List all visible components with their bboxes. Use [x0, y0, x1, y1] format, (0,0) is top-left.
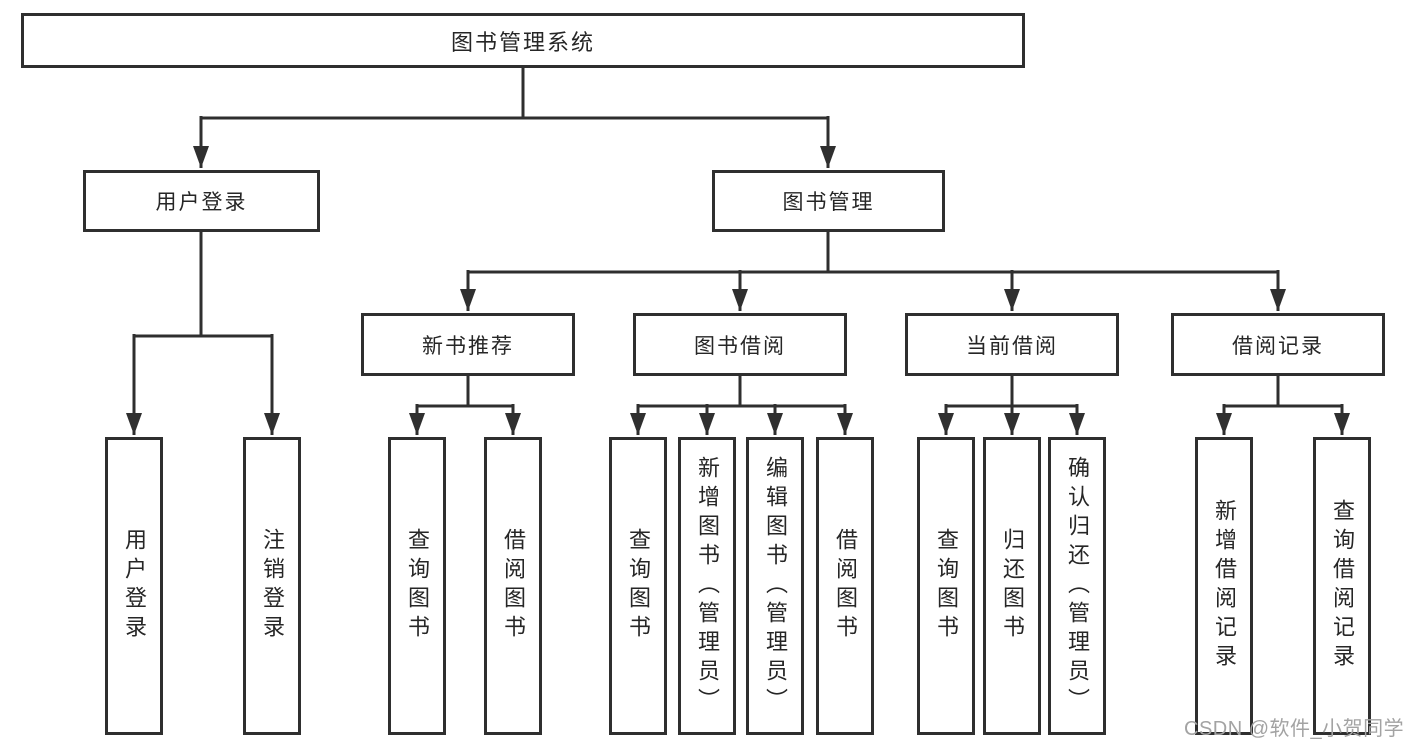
node-add-books-admin-label: 新增图书（管理员） [695, 455, 720, 717]
node-return-books-label: 归还图书 [1000, 528, 1025, 644]
node-borrow-books-borrowing-label: 借阅图书 [833, 528, 858, 644]
node-root: 图书管理系统 [21, 13, 1025, 68]
node-borrow-books-newrec: 借阅图书 [484, 437, 542, 735]
node-confirm-return-admin: 确认归还（管理员） [1048, 437, 1106, 735]
node-query-books-newrec: 查询图书 [388, 437, 446, 735]
node-borrow-books-newrec-label: 借阅图书 [501, 528, 526, 644]
node-add-borrow-record: 新增借阅记录 [1195, 437, 1253, 735]
node-query-books-borrowing-label: 查询图书 [626, 528, 651, 644]
node-new-book-recommend: 新书推荐 [361, 313, 575, 376]
node-logout-label: 注销登录 [260, 528, 285, 644]
node-add-borrow-record-label: 新增借阅记录 [1212, 499, 1237, 673]
node-book-borrowing: 图书借阅 [633, 313, 847, 376]
node-query-books-newrec-label: 查询图书 [405, 528, 430, 644]
node-borrow-books-borrowing: 借阅图书 [816, 437, 874, 735]
node-borrowing-records: 借阅记录 [1171, 313, 1385, 376]
node-user-login-group: 用户登录 [83, 170, 320, 232]
node-edit-books-admin-label: 编辑图书（管理员） [763, 455, 788, 717]
node-book-management: 图书管理 [712, 170, 945, 232]
node-edit-books-admin: 编辑图书（管理员） [746, 437, 804, 735]
node-confirm-return-admin-label: 确认归还（管理员） [1065, 455, 1090, 717]
node-user-login: 用户登录 [105, 437, 163, 735]
node-query-books-current-label: 查询图书 [934, 528, 959, 644]
node-add-books-admin: 新增图书（管理员） [678, 437, 736, 735]
node-query-books-current: 查询图书 [917, 437, 975, 735]
csdn-watermark: CSDN @软件_小贺同学 [1184, 718, 1405, 740]
node-query-borrow-record: 查询借阅记录 [1313, 437, 1371, 735]
node-return-books: 归还图书 [983, 437, 1041, 735]
node-query-borrow-record-label: 查询借阅记录 [1330, 499, 1355, 673]
node-logout: 注销登录 [243, 437, 301, 735]
node-user-login-label: 用户登录 [122, 528, 147, 644]
node-query-books-borrowing: 查询图书 [609, 437, 667, 735]
node-current-borrowing: 当前借阅 [905, 313, 1119, 376]
